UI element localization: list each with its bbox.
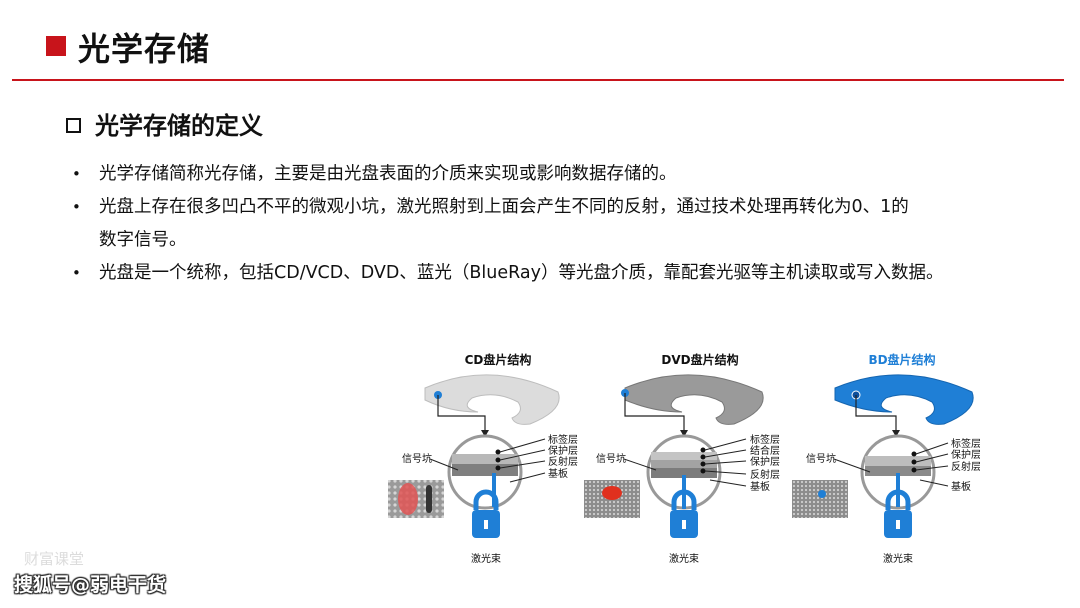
cd-layer-label: 标签层 xyxy=(548,433,578,446)
bd-layer-label: 反射层 xyxy=(951,461,980,473)
cd-layer-label: 基板 xyxy=(548,467,568,480)
bd-title: BD盘片结构 xyxy=(868,352,935,367)
bullet-item: • 光盘上存在很多凹凸不平的微观小坑，激光照射到上面会产生不同的反射，通过技术处… xyxy=(70,191,1070,257)
section-checkbox-icon xyxy=(66,118,81,133)
section-title: 光学存储的定义 xyxy=(95,112,263,140)
bullet-text: 光盘是一个统称，包括CD/VCD、DVD、蓝光（BlueRay）等光盘介质，靠配… xyxy=(99,263,944,283)
dvd-title: DVD盘片结构 xyxy=(661,352,738,367)
title-marker xyxy=(46,36,66,56)
cd-signal-pit-label: 信号坑 xyxy=(402,452,432,465)
cd-layer-band xyxy=(452,464,518,476)
cd-arrow xyxy=(481,430,489,437)
bullet-text: 光盘上存在很多凹凸不平的微观小坑，激光照射到上面会产生不同的反射，通过技术处理再… xyxy=(99,197,909,217)
bullet-dot: • xyxy=(72,264,81,282)
bd-beam-label: 激光束 xyxy=(883,552,913,565)
bd-layer-label: 基板 xyxy=(951,480,971,493)
bd-pit-photo xyxy=(792,480,848,518)
bd-layer-label: 保护层 xyxy=(951,448,980,461)
cd-laser-line xyxy=(492,473,496,507)
dvd-layer-label: 标签层 xyxy=(750,433,780,446)
page-title: 光学存储 xyxy=(78,30,211,68)
cd-layer-band xyxy=(452,454,518,464)
faint-watermark: 财富课堂 xyxy=(24,550,85,568)
bullet-item: • 光学存储简称光存储，主要是由光盘表面的介质来实现或影响数据存储的。 xyxy=(70,158,1070,191)
bullet-list: • 光学存储简称光存储，主要是由光盘表面的介质来实现或影响数据存储的。 • 光盘… xyxy=(70,158,1070,290)
cd-layer-label: 保护层 xyxy=(548,444,578,457)
title-divider xyxy=(12,79,1064,81)
bullet-text-continued: 数字信号。 xyxy=(99,230,187,250)
bd-diagram: BD盘片结构 标签层 保护层 反射层 基板 信号坑 激光束 xyxy=(792,352,980,565)
bd-disc xyxy=(834,374,974,425)
dvd-diagram: DVD盘片结构 标签层 结合层 保护层 反射层 基板 信号坑 xyxy=(584,352,780,565)
sohu-watermark: 搜狐号@弱电干货 xyxy=(14,574,167,596)
bullet-text: 光学存储简称光存储，主要是由光盘表面的介质来实现或影响数据存储的。 xyxy=(99,164,677,184)
cd-diagram: CD盘片结构 标签层 保护层 反射层 基板 信号坑 激光束 xyxy=(388,352,578,565)
bullet-dot: • xyxy=(72,165,81,183)
dvd-layer-label: 反射层 xyxy=(750,469,780,481)
disc-diagrams-svg: CD盘片结构 标签层 保护层 反射层 基板 信号坑 激光束 xyxy=(388,352,980,565)
dvd-layer-label: 保护层 xyxy=(750,455,780,468)
bullet-dot: • xyxy=(72,198,81,216)
cd-layer-label: 反射层 xyxy=(548,456,578,468)
dvd-layer-label: 结合层 xyxy=(750,444,780,457)
disc-structure-diagrams: CD盘片结构 标签层 保护层 反射层 基板 信号坑 激光束 xyxy=(380,340,980,572)
bd-signal-pit-label: 信号坑 xyxy=(806,452,836,465)
cd-connector xyxy=(437,395,486,432)
cd-disc xyxy=(424,374,560,425)
cd-beam-label: 激光束 xyxy=(471,552,501,565)
dvd-signal-pit-label: 信号坑 xyxy=(596,452,626,465)
bd-layer-label: 标签层 xyxy=(951,437,980,450)
dvd-disc xyxy=(624,374,764,425)
cd-title: CD盘片结构 xyxy=(465,352,532,367)
dvd-layer-label: 基板 xyxy=(750,480,770,493)
dvd-beam-label: 激光束 xyxy=(669,552,699,565)
bullet-item: • 光盘是一个统称，包括CD/VCD、DVD、蓝光（BlueRay）等光盘介质，… xyxy=(70,257,1070,290)
